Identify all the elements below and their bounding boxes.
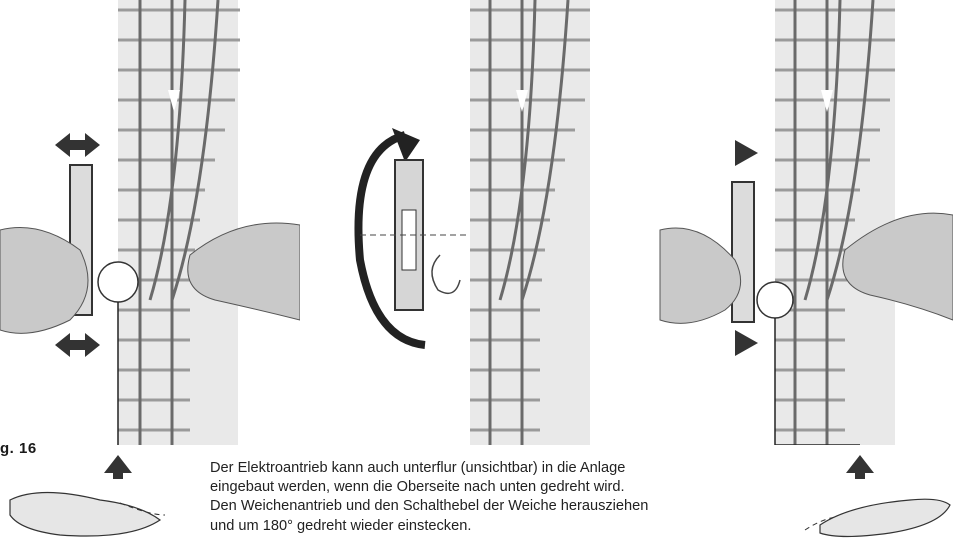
illustration-rotate-drive xyxy=(330,0,590,445)
illustration-remove-drive xyxy=(0,0,300,445)
detail-drive-normal xyxy=(0,445,175,545)
rotation-axis-icon xyxy=(432,255,460,293)
caption-line: Den Weichenantrieb und den Schalthebel d… xyxy=(210,497,776,516)
caption-line: und um 180° gedreht wieder einstecken. xyxy=(210,517,776,536)
turnout-track-middle xyxy=(470,0,590,445)
hand-left xyxy=(660,228,741,323)
detail-callout-circle xyxy=(757,282,793,318)
turnout-track-left xyxy=(118,0,240,445)
detail-drive-rotated xyxy=(800,445,953,545)
illustration-reinsert-drive xyxy=(640,0,953,445)
arrow-up-icon xyxy=(104,455,132,473)
detail-callout-circle xyxy=(98,262,138,302)
arrow-up-icon xyxy=(846,455,874,473)
arrow-right-icon xyxy=(735,140,758,166)
double-arrow-icon xyxy=(55,333,100,357)
caption-text: Der Elektroantrieb kann auch unterflur (… xyxy=(210,459,776,536)
turnout-track-right xyxy=(775,0,895,445)
turnout-drive xyxy=(732,182,754,322)
caption-line: eingebaut werden, wenn die Oberseite nac… xyxy=(210,478,776,497)
arrow-right-icon xyxy=(735,330,758,356)
caption-line: Der Elektroantrieb kann auch unterflur (… xyxy=(210,459,776,478)
double-arrow-icon xyxy=(55,133,100,157)
